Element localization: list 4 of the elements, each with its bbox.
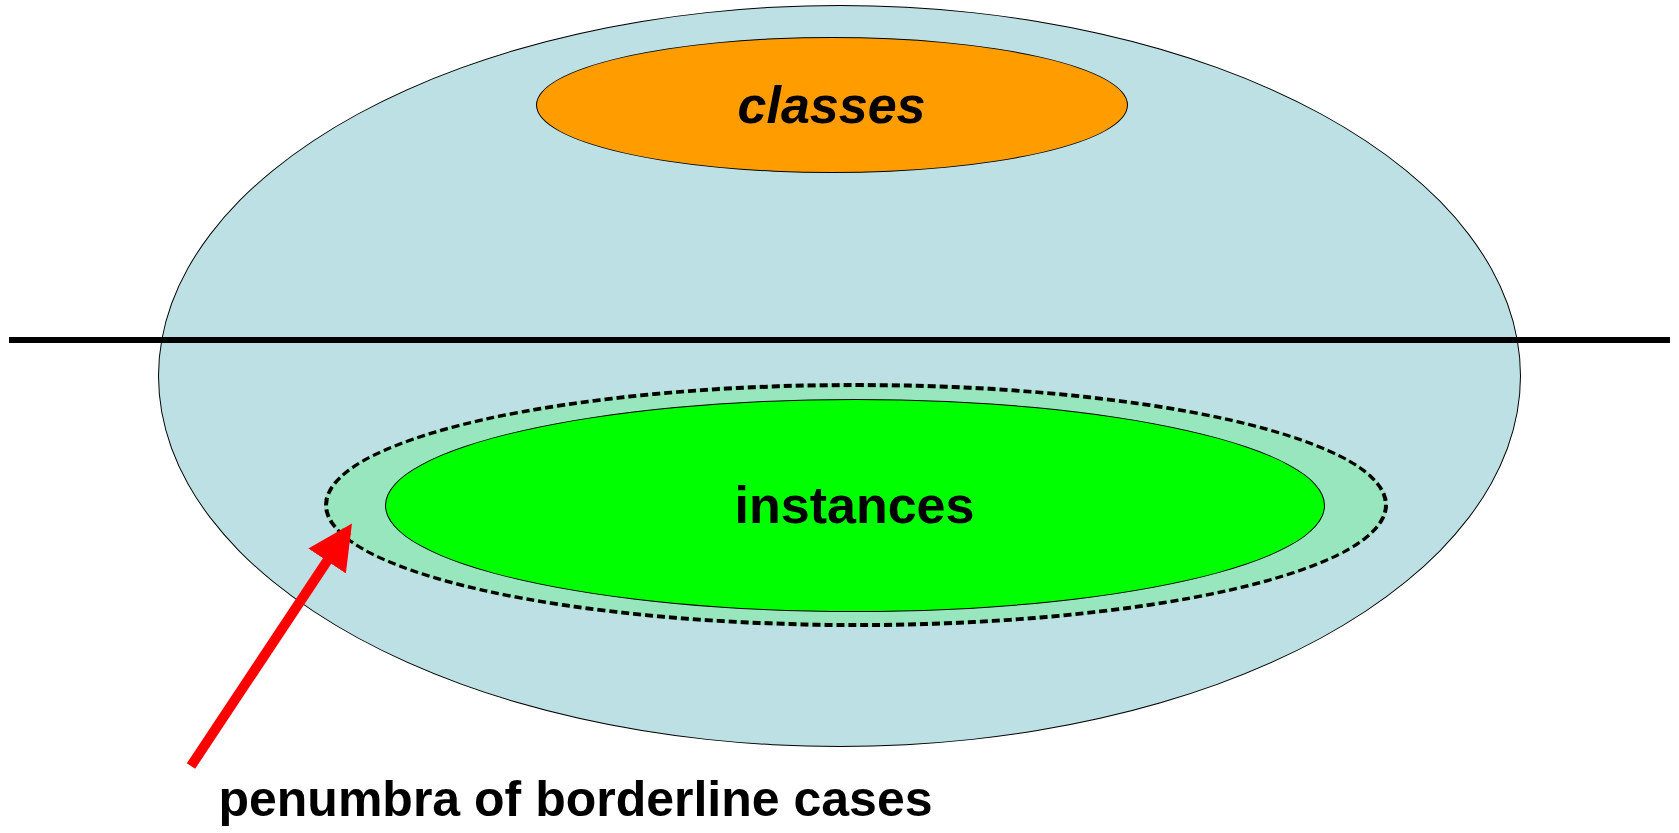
ellipse-label: instances bbox=[734, 475, 975, 535]
ellipse-label: classes bbox=[737, 74, 926, 135]
callout-label: penumbra of borderline cases bbox=[218, 770, 933, 828]
leader-arrow bbox=[186, 523, 352, 769]
